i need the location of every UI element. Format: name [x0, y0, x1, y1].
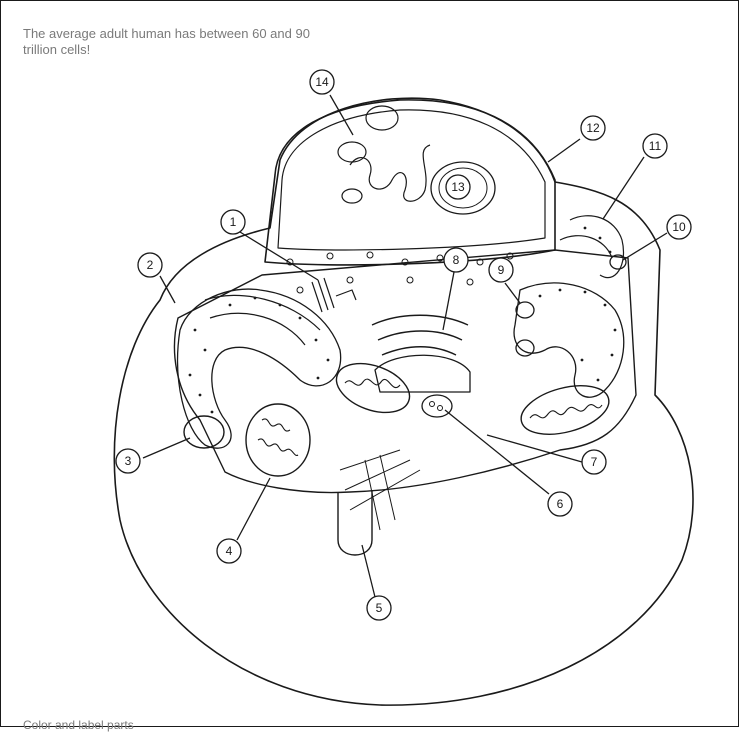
- callout-11: 11: [642, 133, 668, 159]
- golgi-apparatus: [371, 314, 469, 356]
- lysosome: [183, 415, 225, 449]
- svg-text:4: 4: [226, 544, 233, 558]
- svg-text:3: 3: [125, 454, 132, 468]
- callout-10: 10: [666, 214, 692, 240]
- callout-3: 3: [115, 448, 141, 474]
- nuclear-envelope-inner: [277, 109, 546, 251]
- callout-4: 4: [216, 538, 242, 564]
- cytoskeleton-filaments: [339, 449, 421, 531]
- svg-text:12: 12: [586, 121, 600, 135]
- callout-1: 1: [220, 209, 246, 235]
- callout-14: 14: [309, 69, 335, 95]
- callout-12: 12: [580, 115, 606, 141]
- rough-er-right: [513, 282, 625, 398]
- mitochondrion-center: [335, 362, 411, 414]
- callout-6: 6: [547, 491, 573, 517]
- callout-2: 2: [137, 252, 163, 278]
- mitochondrion-right: [520, 385, 610, 435]
- callout-9: 9: [488, 257, 514, 283]
- nucleolus: [430, 161, 496, 215]
- svg-text:13: 13: [451, 180, 465, 194]
- callout-8: 8: [443, 247, 469, 273]
- centriole: [311, 277, 357, 313]
- svg-text:8: 8: [453, 253, 460, 267]
- svg-text:7: 7: [591, 455, 598, 469]
- cell-membrane: [113, 97, 694, 706]
- microvillus: [337, 490, 373, 556]
- cytoplasm-granules: [286, 251, 514, 294]
- leader-lines: [142, 94, 668, 598]
- fact-text: The average adult human has between 60 a…: [23, 26, 310, 57]
- rough-er-left: [177, 288, 342, 449]
- svg-text:9: 9: [498, 263, 505, 277]
- mitochondrion-left: [245, 403, 311, 477]
- svg-text:5: 5: [376, 601, 383, 615]
- nucleus: [264, 99, 556, 266]
- callout-13: 13: [445, 174, 471, 200]
- callout-5: 5: [366, 595, 392, 621]
- svg-text:1: 1: [230, 215, 237, 229]
- svg-text:2: 2: [147, 258, 154, 272]
- peroxisome: [421, 394, 453, 418]
- chromatin: [349, 144, 431, 202]
- callout-7: 7: [581, 449, 607, 475]
- svg-text:14: 14: [315, 75, 329, 89]
- svg-text:10: 10: [672, 220, 686, 234]
- footer-instruction: Color and label parts: [23, 718, 134, 732]
- ribosomes: [188, 226, 617, 414]
- svg-text:11: 11: [649, 139, 662, 153]
- svg-text:6: 6: [557, 497, 564, 511]
- cell-interior-cut: [173, 249, 637, 494]
